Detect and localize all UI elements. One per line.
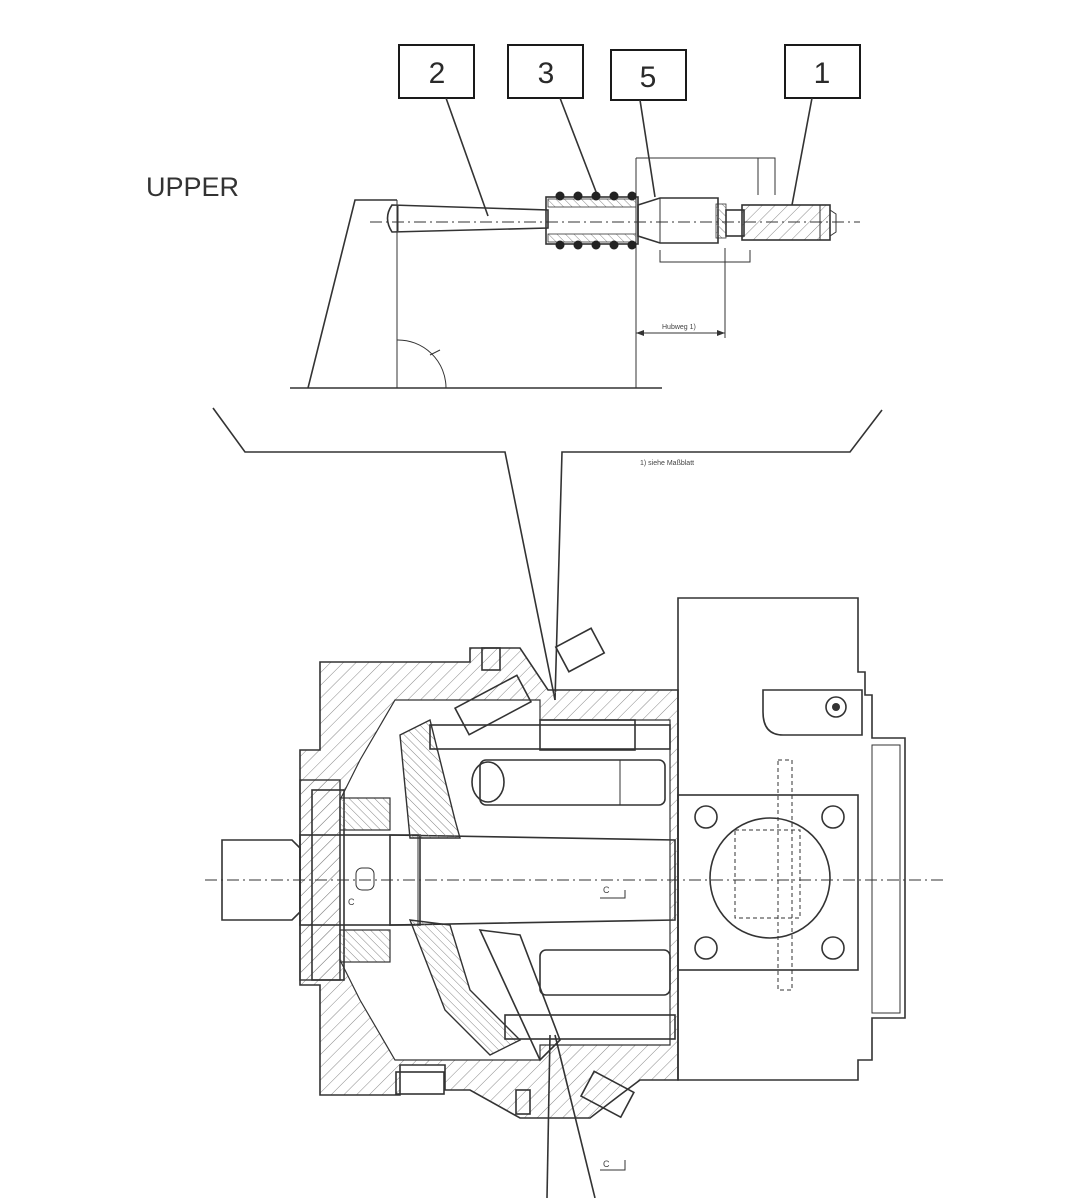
callout-5-label: 5	[640, 61, 657, 94]
callout-3-label: 3	[538, 57, 555, 90]
callout-3: 3	[507, 44, 584, 99]
callout-1-label: 1	[814, 57, 831, 90]
callout-2-label: 2	[429, 57, 446, 90]
section-marker-c-3: C	[348, 897, 355, 907]
callout-2: 2	[398, 44, 475, 99]
callout-1: 1	[784, 44, 861, 99]
footnote-label: 1) siehe Maßblatt	[640, 460, 694, 467]
section-marker-c-2: C	[600, 1159, 626, 1171]
svg-text:C: C	[348, 897, 355, 907]
callout-5: 5	[610, 49, 687, 101]
svg-text:C: C	[603, 885, 610, 895]
stroke-dimension-label: Hubweg 1)	[662, 324, 696, 331]
upper-heading: UPPER	[146, 172, 239, 202]
pump-cross-section: C C C	[205, 597, 945, 1198]
detail-funnel	[212, 407, 883, 701]
svg-text:C: C	[603, 1159, 610, 1169]
section-marker-c-1: C	[600, 885, 626, 899]
leader-lines	[445, 97, 813, 217]
upper-detail-view: Hubweg 1)	[290, 157, 860, 389]
